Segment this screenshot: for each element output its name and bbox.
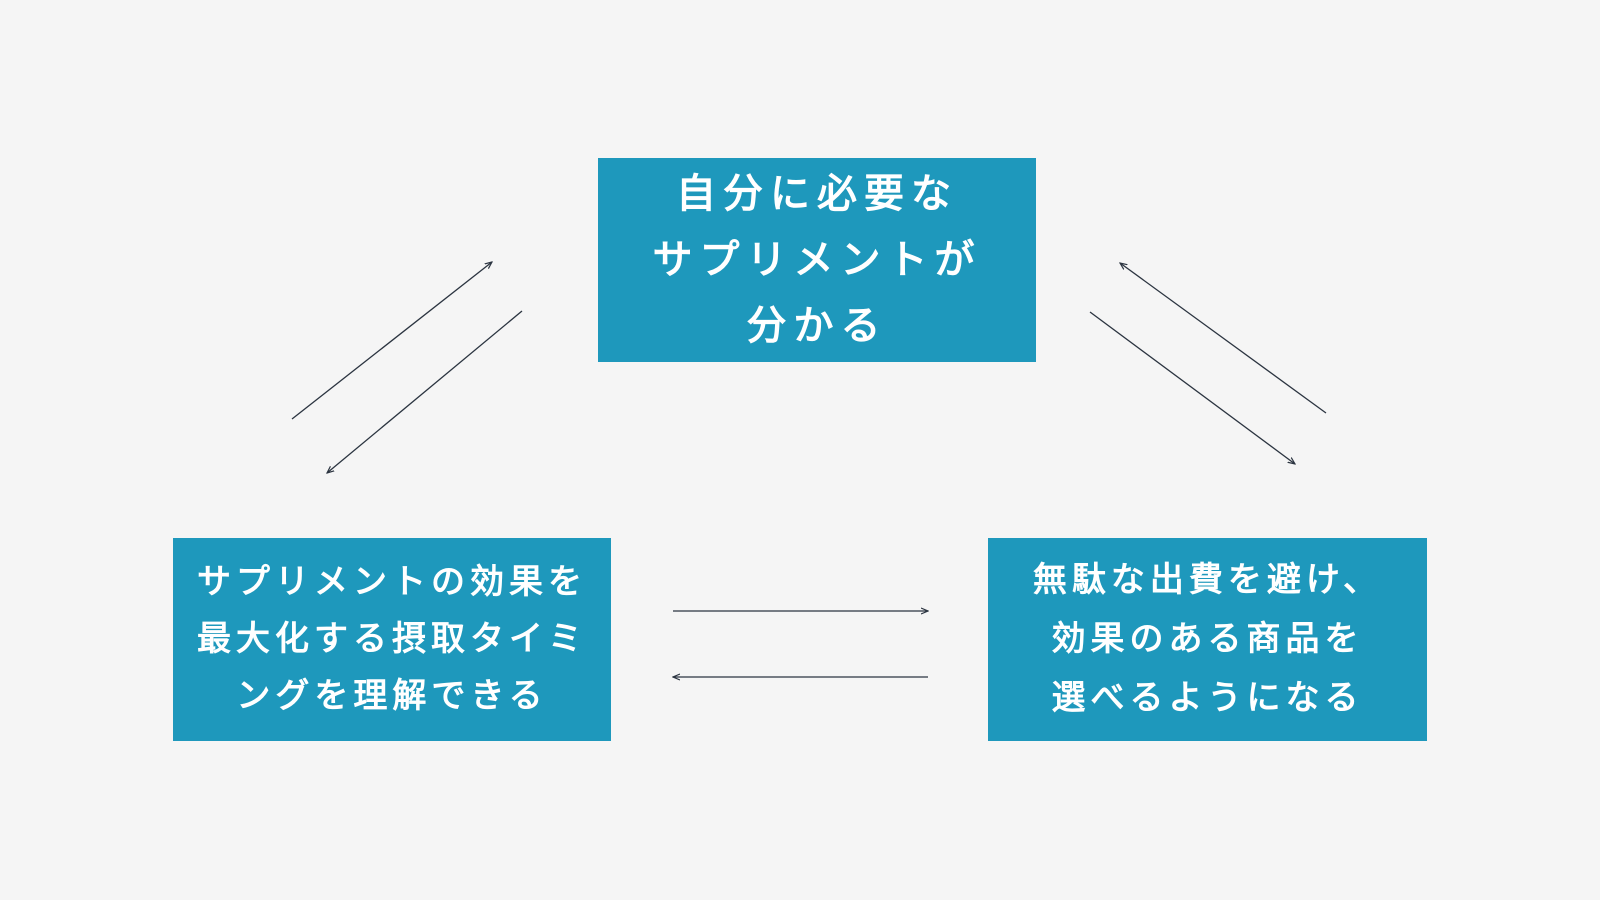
node-right-line-2: 効果のある商品を (1051, 619, 1364, 659)
node-top-line-2: サプリメントが (652, 237, 982, 283)
arrow-right-to-top (1120, 263, 1327, 414)
arrow-top-to-left (327, 310, 523, 473)
node-right-line-1: 無駄な出費を避け、 (1032, 560, 1383, 600)
arrow-top-to-right (1089, 311, 1295, 464)
node-top-line-1: 自分に必要な (676, 171, 958, 217)
node-left-line-2: 最大化する摂取タイミ (197, 619, 587, 659)
arrow-left-to-top (291, 262, 492, 420)
node-top-line-3: 分かる (746, 303, 888, 349)
node-left-line-3: ングを理解できる (236, 676, 548, 716)
node-right-choose-products: 無駄な出費を避け、 効果のある商品を 選べるようになる (988, 538, 1427, 741)
node-left-line-1: サプリメントの効果を (197, 562, 587, 602)
node-right-line-3: 選べるようになる (1051, 678, 1364, 718)
node-left-intake-timing: サプリメントの効果を 最大化する摂取タイミ ングを理解できる (173, 538, 611, 741)
node-top-know-supplements: 自分に必要な サプリメントが 分かる (598, 158, 1036, 362)
